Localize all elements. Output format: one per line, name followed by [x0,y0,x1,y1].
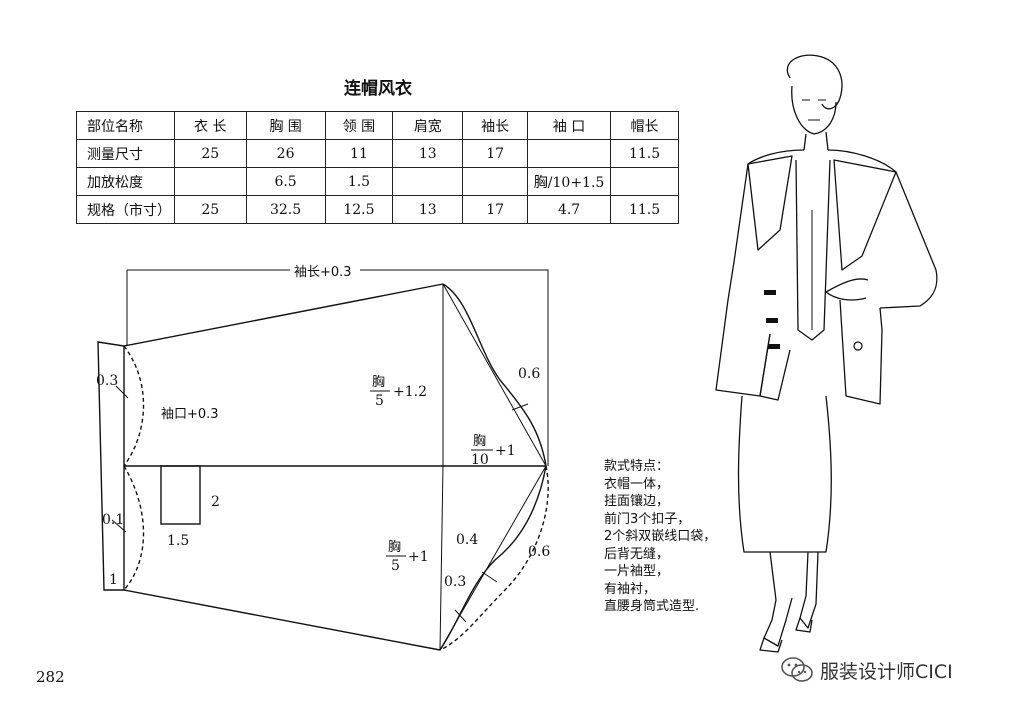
watermark-text: 服装设计师CICI [820,660,953,683]
cuff-dashed-lower [123,465,145,591]
cuff-label: 袖口+0.3 [161,407,219,422]
table-cell: 17 [462,139,529,168]
label-0-4: 0.4 [456,532,478,548]
table-cell: 26 [245,139,326,168]
construction-lines [439,283,547,651]
feature-line: 2个斜双嵌线口袋， [604,529,717,544]
collar-left [747,155,793,251]
label-2: 2 [211,494,220,510]
spec-table: 部位名称 衣 长 胸 围 领 围 肩宽 袖长 袖 口 帽长 测量尺寸 25 26… [76,111,679,224]
label-0-6-top: 0.6 [518,366,540,382]
tick-marks [111,385,529,623]
frac-ten: 10 [471,452,489,468]
figure-neck [803,131,829,151]
figure-features [802,99,826,121]
collar-right [833,159,897,271]
sleeve-length-dimension [126,269,549,466]
table-cell: 1.5 [324,167,394,196]
table-cell: 11.5 [610,139,679,168]
frac-chest-2: 胸 [473,434,486,449]
table-cell: 11 [324,139,394,168]
button-icon [768,344,780,349]
label-1: 1 [109,572,118,588]
label-0-1: 0.1 [102,512,124,528]
table-cell: 12.5 [324,195,394,224]
table-cell: 17 [462,195,529,224]
frac-five-2: 5 [391,558,400,574]
label-0-3-left: 0.3 [96,373,118,389]
figure-hair [786,54,843,110]
table-header-cell: 帽长 [610,111,679,140]
plus-1-2: +1.2 [393,384,427,400]
features-heading: 款式特点： [604,459,670,474]
table-header-row: 部位名称 衣 长 胸 围 领 围 肩宽 袖长 袖 口 帽长 [76,111,679,140]
jacket-buttons [764,290,863,351]
sleeve-length-label: 袖长+0.3 [294,265,352,280]
table-header-cell: 部位名称 [76,111,175,140]
button-icon [853,341,863,351]
table-cell: 4.7 [527,195,612,224]
feature-line: 后背无缝， [604,546,670,562]
table-cell: 13 [392,195,464,224]
style-features: 款式特点： 衣帽一体， 挂面镶边， 前门3个扣子， 2个斜双嵌线口袋， 后背无缝… [604,458,716,616]
label-1-5: 1.5 [167,533,189,549]
figure-hand [825,278,869,301]
sleeve-top-edge [123,283,444,347]
back-cap-curve [439,465,547,651]
sleeve-bottom-edge [123,589,441,651]
frac-chest-3: 胸 [388,540,401,555]
table-header-cell: 袖 口 [527,111,612,140]
feature-line: 直腰身筒式造型. [604,599,700,614]
table-cell: 6.5 [245,167,326,196]
plus-1-b: +1 [408,549,429,565]
feature-line: 有袖衬， [604,581,657,597]
watermark: 服装设计师CICI [780,656,953,684]
inner-vest [795,159,831,341]
table-row: 规格（市寸） 25 32.5 12.5 13 17 4.7 11.5 [76,195,679,224]
feature-line: 前门3个扣子， [604,511,691,527]
sleeve-pattern [97,269,549,651]
feature-line: 挂面镶边， [604,494,670,509]
frac-chest-1: 胸 [372,375,385,390]
table-header-cell: 胸 围 [245,111,326,140]
frac-five-1: 5 [375,393,384,409]
button-icon [764,290,776,295]
fashion-figure [715,54,938,653]
pocket-rect [160,465,201,525]
button-icon [766,318,778,323]
diagram-labels: 袖长+0.3 袖口+0.3 0.3 0.1 1 2 1.5 胸 5 +1.2 胸… [96,262,550,590]
table-header-cell: 领 围 [324,111,394,140]
plus-1-a: +1 [495,443,516,459]
figure-face [791,85,837,135]
label-0-3-bottom: 0.3 [444,574,466,590]
table-cell: 25 [173,195,247,224]
feature-line: 衣帽一体， [604,476,670,492]
figure-shoes [759,617,813,653]
back-cap-dashed [439,465,549,651]
page-number: 282 [36,668,65,686]
table-cell: 胸/10+1.5 [527,167,612,196]
jacket-hem [759,299,883,405]
table-cell: 规格（市寸） [76,195,175,224]
table-header-cell: 衣 长 [173,111,247,140]
page-title: 连帽风衣 [344,79,412,99]
feature-line: 一片袖型， [604,564,670,579]
jacket-left [715,149,805,397]
skirt [737,395,832,553]
fraction-bars [370,390,493,557]
table-cell: 加放松度 [76,167,175,196]
table-cell: 25 [173,139,247,168]
jacket-right [827,149,938,309]
front-cap-curve [442,283,547,467]
wechat-icon [781,657,813,682]
label-0-6-bottom: 0.6 [528,544,550,560]
table-cell: 11.5 [610,195,679,224]
cuff-dashed-upper [123,345,145,467]
table-cell: 32.5 [245,195,326,224]
